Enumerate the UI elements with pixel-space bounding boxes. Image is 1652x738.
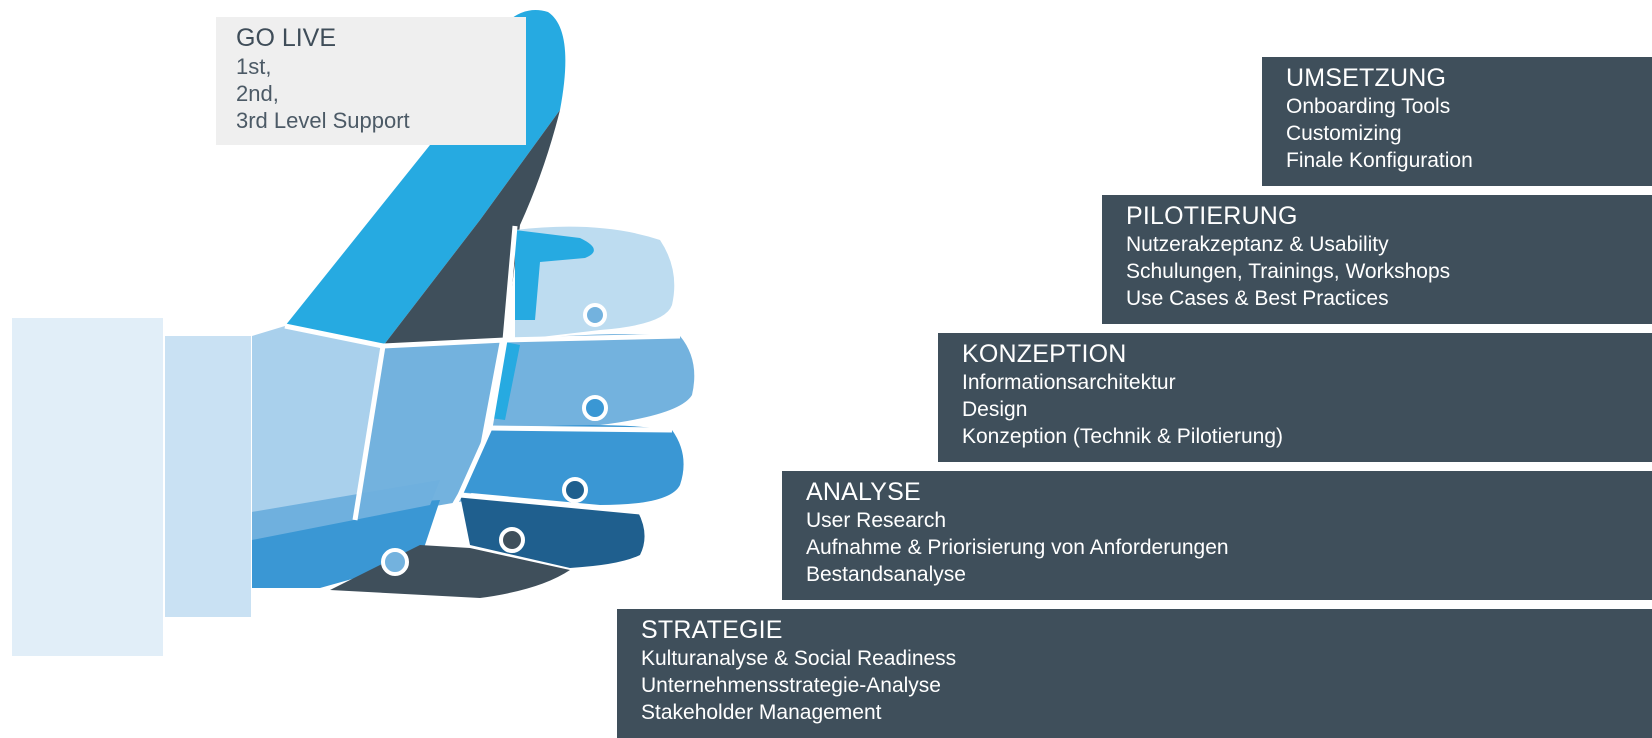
step-title: STRATEGIE bbox=[641, 616, 783, 644]
finger-2-inner bbox=[490, 342, 520, 420]
step-konzeption: KONZEPTION Informationsarchitektur Desig… bbox=[938, 333, 1652, 462]
palm-mid bbox=[355, 340, 500, 520]
step-line: Onboarding Tools bbox=[1286, 95, 1451, 118]
step-line: Design bbox=[962, 398, 1028, 421]
step-pilotierung: PILOTIERUNG Nutzerakzeptanz & Usability … bbox=[1102, 195, 1652, 324]
puzzle-seams bbox=[284, 225, 681, 532]
golive-line: 1st, bbox=[236, 54, 272, 79]
sleeve-outer bbox=[12, 318, 163, 656]
step-line: Schulungen, Trainings, Workshops bbox=[1126, 260, 1451, 283]
step-line: Aufnahme & Priorisierung von Anforderung… bbox=[806, 536, 1229, 559]
finger-2 bbox=[490, 334, 695, 428]
step-title: ANALYSE bbox=[806, 478, 921, 506]
step-line: Bestandsanalyse bbox=[806, 563, 966, 586]
step-title: UMSETZUNG bbox=[1286, 64, 1447, 92]
golive-line: 3rd Level Support bbox=[236, 108, 410, 133]
finger-3 bbox=[460, 425, 684, 505]
step-line: Stakeholder Management bbox=[641, 701, 882, 724]
step-strategie: STRATEGIE Kulturanalyse & Social Readine… bbox=[617, 609, 1652, 738]
step-umsetzung: UMSETZUNG Onboarding Tools Customizing F… bbox=[1262, 57, 1652, 186]
step-line: Kulturanalyse & Social Readiness bbox=[641, 647, 957, 670]
palm-light bbox=[252, 326, 383, 520]
sleeve-inner bbox=[165, 336, 251, 617]
step-line: Use Cases & Best Practices bbox=[1126, 287, 1389, 310]
finger-1-inner bbox=[515, 230, 594, 320]
golive-line: 2nd, bbox=[236, 81, 279, 106]
golive-box: GO LIVE 1st, 2nd, 3rd Level Support bbox=[216, 17, 526, 145]
step-analyse: ANALYSE User Research Aufnahme & Prioris… bbox=[782, 471, 1652, 600]
golive-title: GO LIVE bbox=[236, 24, 337, 52]
knuckle-shadow bbox=[330, 545, 570, 598]
step-line: Nutzerakzeptanz & Usability bbox=[1126, 233, 1389, 256]
step-line: Unternehmensstrategie-Analyse bbox=[641, 674, 941, 697]
step-title: KONZEPTION bbox=[962, 340, 1127, 368]
step-line: User Research bbox=[806, 509, 947, 532]
thumb-shadow bbox=[383, 110, 560, 346]
palm-stripe bbox=[252, 480, 440, 540]
step-title: PILOTIERUNG bbox=[1126, 202, 1298, 230]
step-line: Finale Konfiguration bbox=[1286, 149, 1473, 172]
step-line: Informationsarchitektur bbox=[962, 371, 1176, 394]
step-line: Customizing bbox=[1286, 122, 1402, 145]
step-line: Konzeption (Technik & Pilotierung) bbox=[962, 425, 1284, 448]
